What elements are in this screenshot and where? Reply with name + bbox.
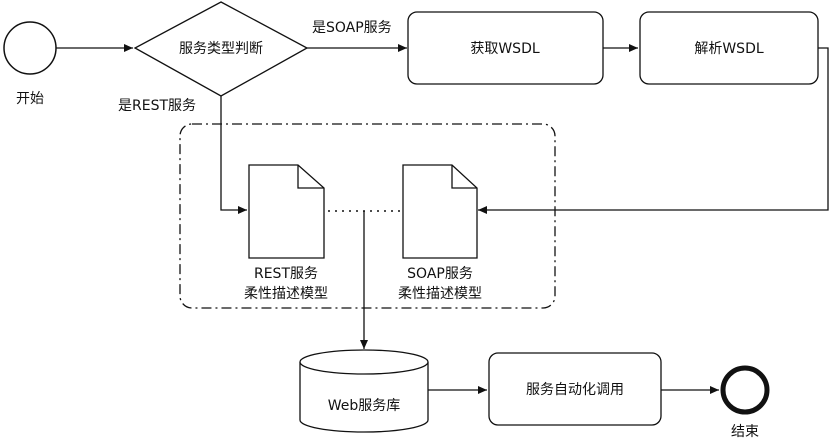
database-label: Web服务库: [328, 398, 401, 414]
database-top: [300, 350, 428, 374]
end-node: [723, 368, 767, 412]
decision-label: 服务类型判断: [179, 41, 263, 57]
soap-model-document-icon: [403, 165, 477, 258]
model-group-boundary: [180, 124, 555, 308]
invoke-label: 服务自动化调用: [526, 382, 624, 398]
soap-model-label-line2: 柔性描述模型: [398, 286, 482, 302]
end-label: 结束: [731, 424, 759, 440]
start-label: 开始: [16, 91, 44, 107]
edge-rest-label: 是REST服务: [118, 98, 196, 114]
rest-model-document-icon: [249, 165, 324, 258]
get-wsdl-label: 获取WSDL: [470, 41, 540, 57]
rest-model-label-line2: 柔性描述模型: [244, 286, 328, 302]
edge-decision-restmodel: [221, 96, 247, 210]
edge-soap-label: 是SOAP服务: [312, 20, 392, 36]
parse-wsdl-label: 解析WSDL: [694, 41, 764, 57]
start-node: [4, 22, 56, 74]
rest-model-label-line1: REST服务: [254, 266, 318, 282]
soap-model-label-line1: SOAP服务: [407, 266, 473, 282]
